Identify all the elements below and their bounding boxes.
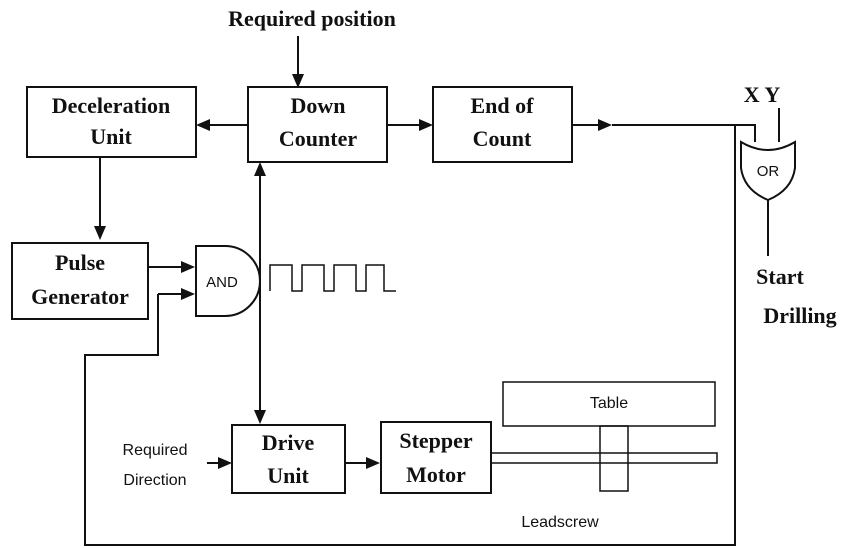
pulse-to-and-arrow <box>148 261 195 273</box>
stepper-motor-label-line2: Motor <box>406 462 466 487</box>
down-counter-label-line1: Down <box>290 93 345 118</box>
start-drilling-label-line1: Start <box>756 264 804 289</box>
stepper-motor-block: Stepper Motor <box>380 421 492 494</box>
drive-unit-label-line1: Drive <box>262 430 315 455</box>
drive-unit-label-line2: Unit <box>267 463 309 488</box>
counter-drive-link <box>254 162 266 424</box>
or-gate-label: OR <box>757 163 780 180</box>
required-direction-label-line1: Required <box>123 442 188 459</box>
pulse-generator-label-line1: Pulse <box>55 250 105 275</box>
and-gate: AND <box>195 245 261 317</box>
down-counter-block: Down Counter <box>247 86 388 163</box>
stepper-motor-label-line1: Stepper <box>399 428 473 453</box>
table-nut <box>599 425 629 492</box>
required-direction-label-line2: Direction <box>123 472 186 489</box>
feedback-to-and-arrow <box>158 288 195 300</box>
or-gate: OR <box>740 140 796 202</box>
and-gate-label: AND <box>206 274 238 291</box>
leadscrew-label: Leadscrew <box>521 514 599 531</box>
deceleration-unit-block: Deceleration Unit <box>26 86 197 158</box>
feedback-loop-line <box>84 125 736 546</box>
pulse-generator-label-line2: Generator <box>31 284 129 309</box>
table-block: Table <box>502 381 716 427</box>
required-position-arrow <box>292 36 304 88</box>
deceleration-unit-label-line1: Deceleration <box>52 93 171 118</box>
pulse-train-waveform <box>269 264 396 292</box>
drive-unit-block: Drive Unit <box>231 424 346 494</box>
deceleration-unit-label-line2: Unit <box>90 124 132 149</box>
deceleration-to-pulse-arrow <box>94 157 106 240</box>
required-position-label: Required position <box>228 6 396 31</box>
counter-to-deceleration-arrow <box>196 119 248 131</box>
counter-to-end-of-count-arrow <box>387 119 433 131</box>
end-of-count-label-line2: Count <box>473 126 532 151</box>
end-of-count-label-line1: End of <box>471 93 535 118</box>
table-label: Table <box>590 395 628 412</box>
drive-to-stepper-arrow <box>345 457 380 469</box>
leadscrew-shaft <box>490 452 718 464</box>
end-of-count-block: End of Count <box>432 86 573 163</box>
start-drilling-label-line2: Drilling <box>763 303 836 328</box>
pulse-generator-block: Pulse Generator <box>11 242 149 320</box>
xy-label: X Y <box>744 82 781 107</box>
direction-to-drive-arrow <box>207 457 232 469</box>
down-counter-label-line2: Counter <box>279 126 357 151</box>
end-of-count-to-or-arrow <box>572 119 756 142</box>
